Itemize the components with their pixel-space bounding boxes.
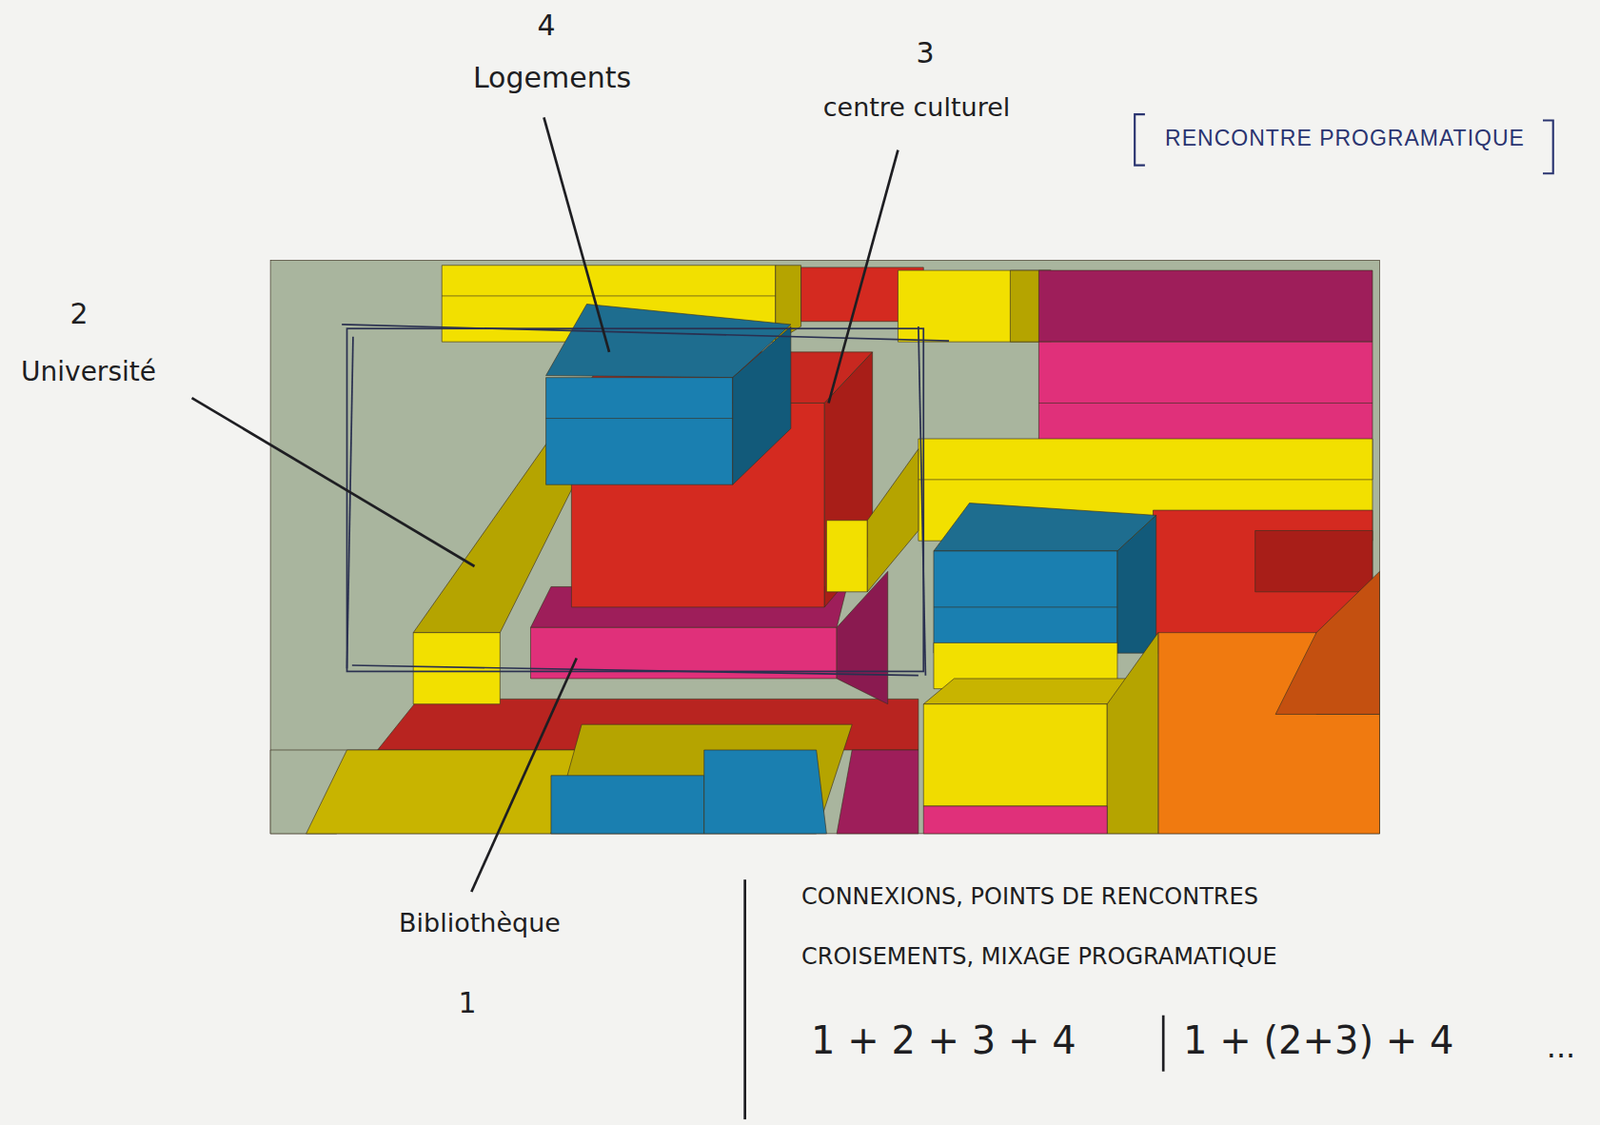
program-label: Université <box>20 356 157 388</box>
callout-number: 1 <box>457 987 476 1021</box>
formula: 1 + (2+3) + 4 <box>1183 1018 1454 1063</box>
note-text: CONNEXIONS, POINTS DE RENCONTRES <box>801 884 1259 911</box>
program-label: Bibliothèque <box>398 908 561 938</box>
title-note: RENCONTRE PROGRAMATIQUE <box>1165 125 1525 151</box>
callout-number: 3 <box>915 37 934 71</box>
ellipsis: ... <box>1546 1029 1577 1066</box>
callout-number: 2 <box>69 297 88 332</box>
program-label: centre culturel <box>823 92 1011 122</box>
program-label: Logements <box>473 61 632 96</box>
callout-number: 4 <box>536 9 555 43</box>
formula: 1 + 2 + 3 + 4 <box>810 1018 1077 1063</box>
note-text: CROISEMENTS, MIXAGE PROGRAMATIQUE <box>801 944 1278 971</box>
